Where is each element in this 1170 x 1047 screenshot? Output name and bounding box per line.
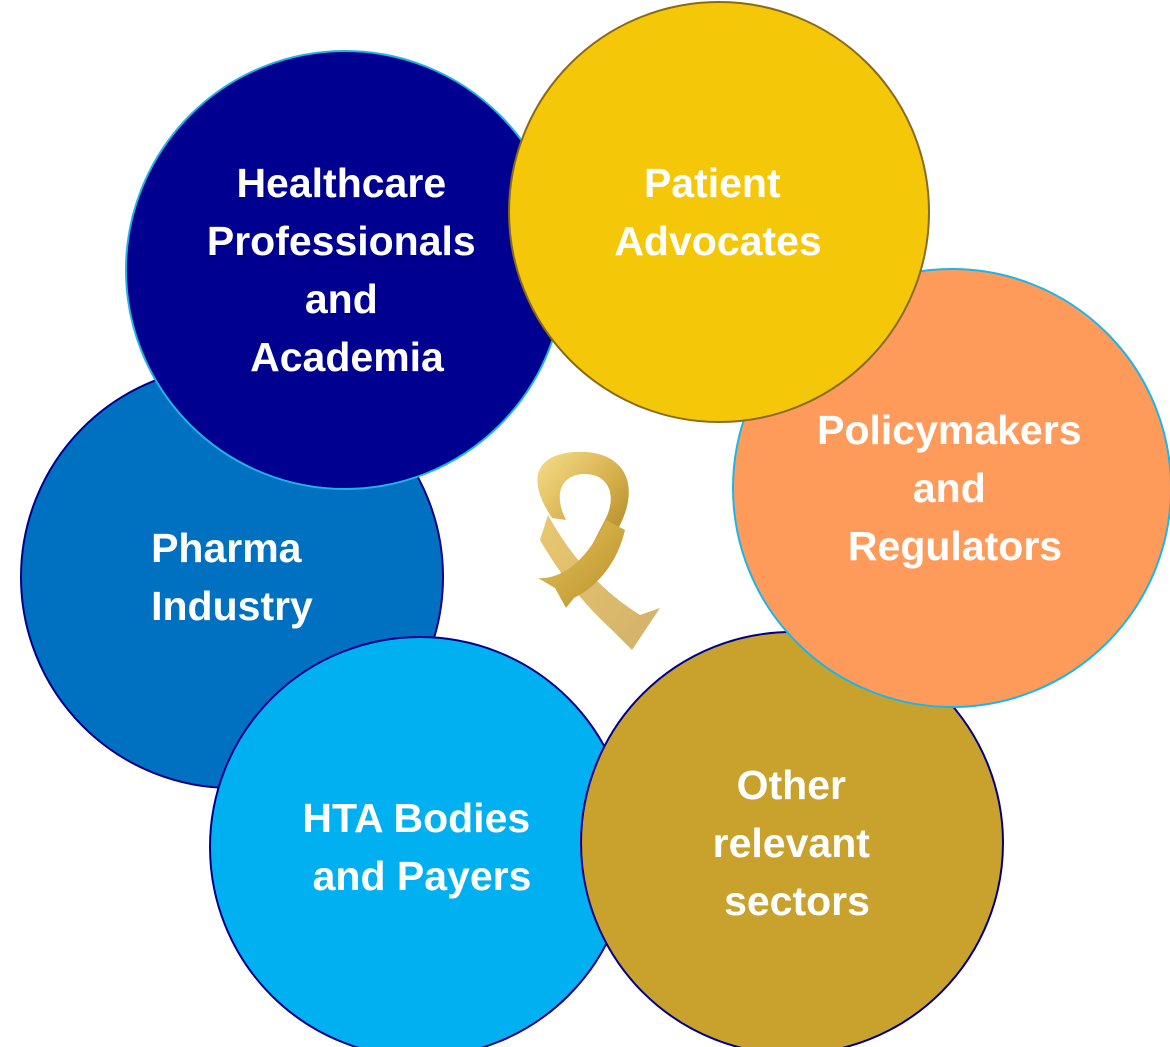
circle-policy-line-1: Policymakers [817, 407, 1081, 453]
circle-patient-line-1: Patient [644, 160, 781, 206]
circle-hta-line-2: and Payers [313, 853, 532, 899]
circle-other-label: Other relevant sectors [713, 762, 882, 924]
circle-pharma-line-1: Pharma [151, 525, 303, 571]
circle-policy-line-3: Regulators [848, 523, 1062, 569]
circle-hta-label: HTA Bodies and Payers [302, 795, 541, 899]
circle-policy-line-2: and [913, 465, 986, 511]
circle-healthcare-line-1: Healthcare [236, 160, 446, 206]
circle-hta-line-1: HTA Bodies [302, 795, 530, 841]
circle-healthcare-label: Healthcare Professionals and Academia [207, 160, 487, 380]
circle-healthcare-shape [125, 50, 565, 490]
gold-awareness-ribbon-icon [537, 451, 660, 650]
circle-pharma-label: Pharma Industry [151, 525, 313, 629]
circle-other-line-3: sectors [724, 878, 870, 924]
circle-hta-bodies: HTA Bodies and Payers [209, 636, 631, 1047]
circle-healthcare-line-2: Professionals [207, 218, 476, 264]
circle-other-line-2: relevant [713, 820, 871, 866]
circle-healthcare-line-4: Academia [250, 334, 445, 380]
circle-patient-advocates: Patient Advocates [508, 1, 930, 423]
circle-patient-shape [508, 1, 930, 423]
circle-healthcare-professionals: Healthcare Professionals and Academia [125, 50, 565, 490]
circle-patient-line-2: Advocates [614, 218, 821, 264]
circle-healthcare-line-3: and [305, 276, 378, 322]
circle-hta-shape [209, 636, 631, 1047]
circle-other-line-1: Other [737, 762, 846, 808]
circle-pharma-line-2: Industry [151, 583, 313, 629]
circle-policy-label: Policymakers and Regulators [817, 407, 1093, 569]
circle-patient-label: Patient Advocates [614, 160, 821, 264]
